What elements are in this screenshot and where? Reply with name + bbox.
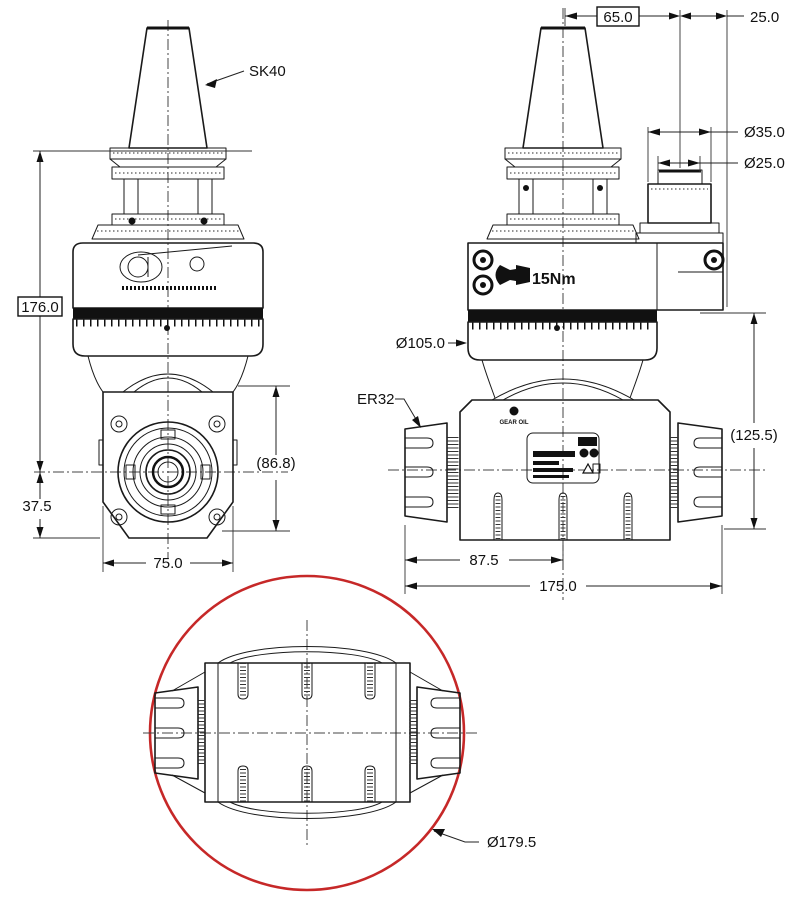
dim-swing-dia-label: Ø179.5	[487, 834, 536, 851]
dim-dial-dia-label: Ø105.0	[396, 335, 445, 352]
gear-oil-label: GEAR OIL	[499, 420, 528, 426]
dim-port-inner-label: Ø25.0	[744, 155, 785, 172]
dim-overall-length-label: 175.0	[539, 578, 577, 595]
wrench-icon	[495, 265, 530, 285]
torque-label: 15Nm	[532, 271, 576, 288]
front-view-taper-geometry	[91, 26, 245, 240]
dim-body-height-ref-label: (86.8)	[256, 455, 295, 472]
dim-port-outer-label: Ø35.0	[744, 124, 785, 141]
side-view-collet-nuts	[404, 422, 723, 523]
dim-height-ref-label: (125.5)	[730, 427, 778, 444]
side-view: 15Nm GEAR OIL	[357, 6, 785, 600]
dim-center-to-nose-label: 87.5	[469, 552, 498, 569]
front-view: 176.0 37.5 75.0 (86.8) SK40	[17, 20, 296, 572]
side-view-dimensions: 65.0 25.0 Ø35.0 Ø25.0 Ø105.0 ER32	[357, 6, 785, 595]
side-view-taper-geometry	[486, 26, 640, 240]
dim-body-width-label: 75.0	[153, 555, 182, 572]
dim-height-label: 176.0	[21, 299, 59, 316]
detail-collet-nuts	[154, 686, 461, 780]
dim-center-to-bottom-label: 37.5	[22, 498, 51, 515]
basic-dim-box	[596, 6, 640, 27]
front-view-head-geometry	[72, 242, 264, 393]
basic-dim-box	[17, 296, 63, 317]
side-view-main-body-geometry: GEAR OIL	[459, 399, 671, 541]
side-view-top-body-geometry: 15Nm	[467, 242, 725, 401]
dim-port-to-edge-label: 25.0	[750, 9, 779, 26]
detail-centerlines	[143, 620, 478, 848]
collet-label: ER32	[357, 391, 395, 408]
dim-center-to-port-label: 65.0	[603, 9, 632, 26]
bottom-detail-view: Ø179.5	[143, 574, 536, 892]
front-view-centerlines	[34, 20, 288, 558]
front-view-dimensions: 176.0 37.5 75.0 (86.8) SK40	[17, 63, 296, 572]
detail-dimensions: Ø179.5	[432, 829, 536, 851]
front-view-spindle-face	[117, 421, 219, 523]
side-view-coolant-port-geometry	[635, 169, 724, 244]
side-view-centerlines	[388, 8, 768, 600]
taper-label: SK40	[249, 63, 286, 80]
nameplate	[526, 432, 601, 484]
front-view-gearbox-geometry	[98, 391, 238, 539]
